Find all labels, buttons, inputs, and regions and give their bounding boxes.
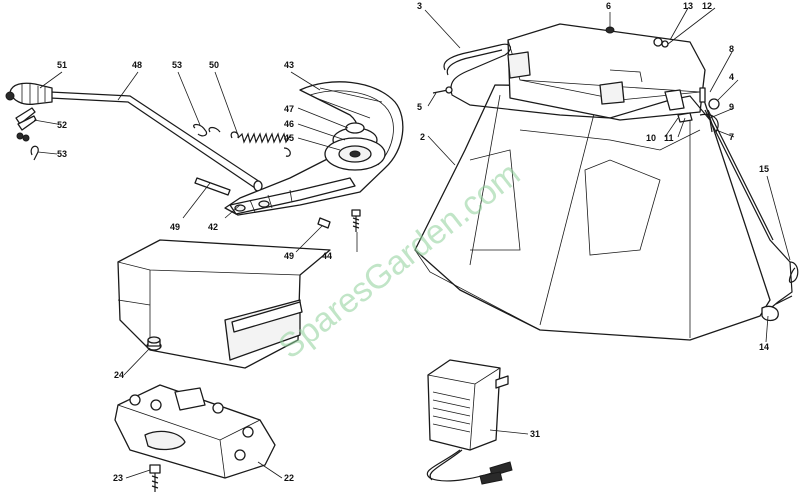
part-labels: 3 6 13 12 8 4 5 9 10 11 7 2 15 14 51 48 … — [57, 1, 769, 483]
part-label-48: 48 — [132, 60, 142, 70]
bag-top-cover — [507, 23, 706, 121]
lever-handle — [5, 82, 263, 192]
part-label-44: 44 — [322, 251, 332, 261]
pivot-pin — [194, 177, 231, 196]
part-label-31: 31 — [530, 429, 540, 439]
part-label-53-bottom: 53 — [57, 149, 67, 159]
part-label-52: 52 — [57, 120, 67, 130]
part-label-23: 23 — [113, 473, 123, 483]
part-label-43: 43 — [284, 60, 294, 70]
part-label-3: 3 — [417, 1, 422, 11]
battery-charger — [426, 359, 513, 485]
part-label-10: 10 — [646, 133, 656, 143]
tension-spring — [193, 123, 291, 157]
battery-bolt — [149, 464, 161, 492]
part-label-8: 8 — [729, 44, 734, 54]
part-label-9: 9 — [729, 102, 734, 112]
bag-support-rod — [704, 109, 799, 322]
battery — [114, 384, 276, 479]
part-label-12: 12 — [702, 1, 712, 11]
bolt-and-pin — [317, 209, 361, 232]
part-label-46: 46 — [284, 119, 294, 129]
deflector-plate — [224, 81, 404, 216]
part-label-49-left: 49 — [170, 222, 180, 232]
part-label-6: 6 — [606, 1, 611, 11]
part-label-45: 45 — [284, 133, 294, 143]
part-label-49-right: 49 — [284, 251, 294, 261]
part-label-22: 22 — [284, 473, 294, 483]
grass-catcher-bag — [414, 84, 771, 341]
part-label-4: 4 — [729, 72, 734, 82]
part-label-13: 13 — [683, 1, 693, 11]
housing-nut — [146, 336, 162, 351]
part-label-53-top: 53 — [172, 60, 182, 70]
lever-pin-and-clip — [15, 107, 39, 161]
part-label-2: 2 — [420, 132, 425, 142]
part-label-15: 15 — [759, 164, 769, 174]
part-label-42: 42 — [208, 222, 218, 232]
part-label-5: 5 — [417, 102, 422, 112]
part-label-51: 51 — [57, 60, 67, 70]
part-label-14: 14 — [759, 342, 769, 352]
part-label-7: 7 — [729, 132, 734, 142]
part-label-50: 50 — [209, 60, 219, 70]
battery-housing — [117, 239, 331, 369]
part-label-11: 11 — [664, 133, 674, 143]
part-label-47: 47 — [284, 104, 294, 114]
leader-lines — [33, 7, 791, 479]
part-label-24: 24 — [114, 370, 124, 380]
